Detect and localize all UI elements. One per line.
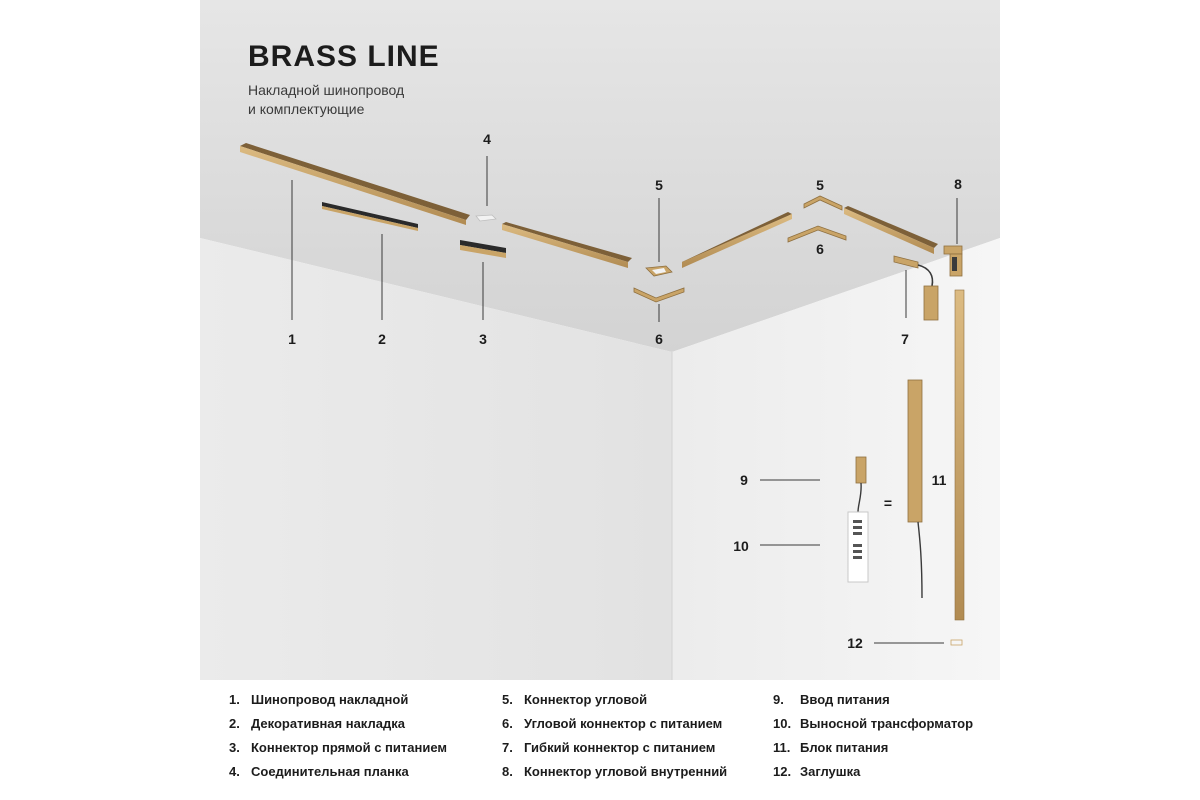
legend-text: Соединительная планка — [251, 764, 409, 779]
callout-3: 3 — [479, 331, 487, 347]
legend-column-1: 1. Шинопровод накладной 2. Декоративная на… — [229, 692, 447, 788]
legend-item: 4. Соединительная планка — [229, 764, 447, 788]
component-11-power-block — [907, 379, 923, 599]
callout-9: 9 — [740, 472, 748, 488]
callout-6b: 6 — [816, 241, 824, 257]
legend-number: 5. — [502, 692, 513, 707]
legend-number: 8. — [502, 764, 513, 779]
callout-4: 4 — [483, 131, 491, 147]
legend-item: 11. Блок питания — [773, 740, 973, 764]
legend-text: Коннектор угловой — [524, 692, 648, 707]
component-5-corner-connector-right — [803, 195, 843, 211]
legend-text: Выносной трансформатор — [800, 716, 974, 731]
subtitle-line-1: Накладной шинопровод — [248, 82, 405, 98]
legend-text: Шинопровод накладной — [251, 692, 409, 707]
component-6-corner-power-connector-right — [787, 225, 847, 243]
ceiling — [200, 0, 1000, 352]
legend-number: 12. — [773, 764, 792, 779]
legend-number: 4. — [229, 764, 240, 779]
leader-lines — [291, 156, 958, 644]
legend-text: Ввод питания — [800, 692, 890, 707]
component-2-decorative-strip — [322, 202, 418, 231]
legend-item: 10. Выносной трансформатор — [773, 716, 973, 740]
legend-number: 7. — [502, 740, 513, 755]
component-12-end-cap — [950, 639, 963, 646]
legend-text: Гибкий коннектор с питанием — [524, 740, 716, 755]
legend-item: 1. Шинопровод накладной — [229, 692, 447, 716]
subtitle-line-2: и комплектующие — [248, 101, 365, 117]
component-1-track — [240, 143, 470, 225]
legend-number: 1. — [229, 692, 240, 707]
callout-6a: 6 — [655, 331, 663, 347]
legend-item: 8. Коннектор угловой внутренний — [502, 764, 727, 788]
legend-number: 2. — [229, 716, 240, 731]
legend-text: Угловой коннектор с питанием — [524, 716, 723, 731]
legend-item: 2. Декоративная накладка — [229, 716, 447, 740]
legend-column-3: 9. Ввод питания 10. Выносной трансформатор… — [773, 692, 973, 788]
legend-text: Блок питания — [800, 740, 889, 755]
legend-text: Коннектор прямой с питанием — [251, 740, 448, 755]
component-1-track-right — [682, 212, 792, 268]
callout-5b: 5 — [816, 177, 824, 193]
callout-10: 10 — [733, 538, 749, 554]
callout-2: 2 — [378, 331, 386, 347]
callout-12: 12 — [847, 635, 863, 651]
equals-sign: = — [883, 495, 893, 511]
component-3-power-connector — [460, 240, 506, 258]
component-1-track-corner — [844, 206, 938, 254]
legend-item: 9. Ввод питания — [773, 692, 973, 716]
legend-number: 6. — [502, 716, 513, 731]
component-9-power-input — [855, 456, 867, 513]
legend-column-2: 5. Коннектор угловой 6. Угловой коннектор … — [502, 692, 727, 788]
component-10-remote-transformer — [847, 511, 869, 583]
page-subtitle: Накладной шинопровод и комплектующие — [248, 81, 468, 119]
component-5-corner-connector — [645, 265, 673, 277]
component-7-flexible-connector — [893, 255, 939, 321]
legend-text: Заглушка — [800, 764, 861, 779]
left-wall — [200, 238, 672, 680]
legend-text: Декоративная накладка — [251, 716, 405, 731]
callout-8: 8 — [954, 176, 962, 192]
legend-number: 11. — [773, 740, 791, 755]
legend-item: 6. Угловой коннектор с питанием — [502, 716, 727, 740]
callout-1: 1 — [288, 331, 296, 347]
legend-number: 3. — [229, 740, 240, 755]
legend-text: Коннектор угловой внутренний — [524, 764, 728, 779]
legend-number: 10. — [773, 716, 792, 731]
component-11-power-block-rail — [954, 289, 965, 621]
legend: 1. Шинопровод накладной 2. Декоративная на… — [229, 692, 1029, 792]
callout-11: 11 — [931, 472, 947, 488]
component-1-track-segment — [502, 222, 632, 268]
component-4-connecting-plate — [475, 214, 497, 222]
page-title: BRASS LINE — [248, 40, 440, 73]
legend-item: 3. Коннектор прямой с питанием — [229, 740, 447, 764]
legend-item: 7. Гибкий коннектор с питанием — [502, 740, 727, 764]
callout-5a: 5 — [655, 177, 663, 193]
callout-7: 7 — [901, 331, 909, 347]
legend-item: 12. Заглушка — [773, 764, 973, 788]
component-8-inner-corner-connector — [943, 245, 963, 277]
legend-number: 9. — [773, 692, 784, 707]
component-6-corner-power-connector — [633, 287, 685, 303]
legend-item: 5. Коннектор угловой — [502, 692, 727, 716]
right-wall — [672, 238, 1000, 680]
